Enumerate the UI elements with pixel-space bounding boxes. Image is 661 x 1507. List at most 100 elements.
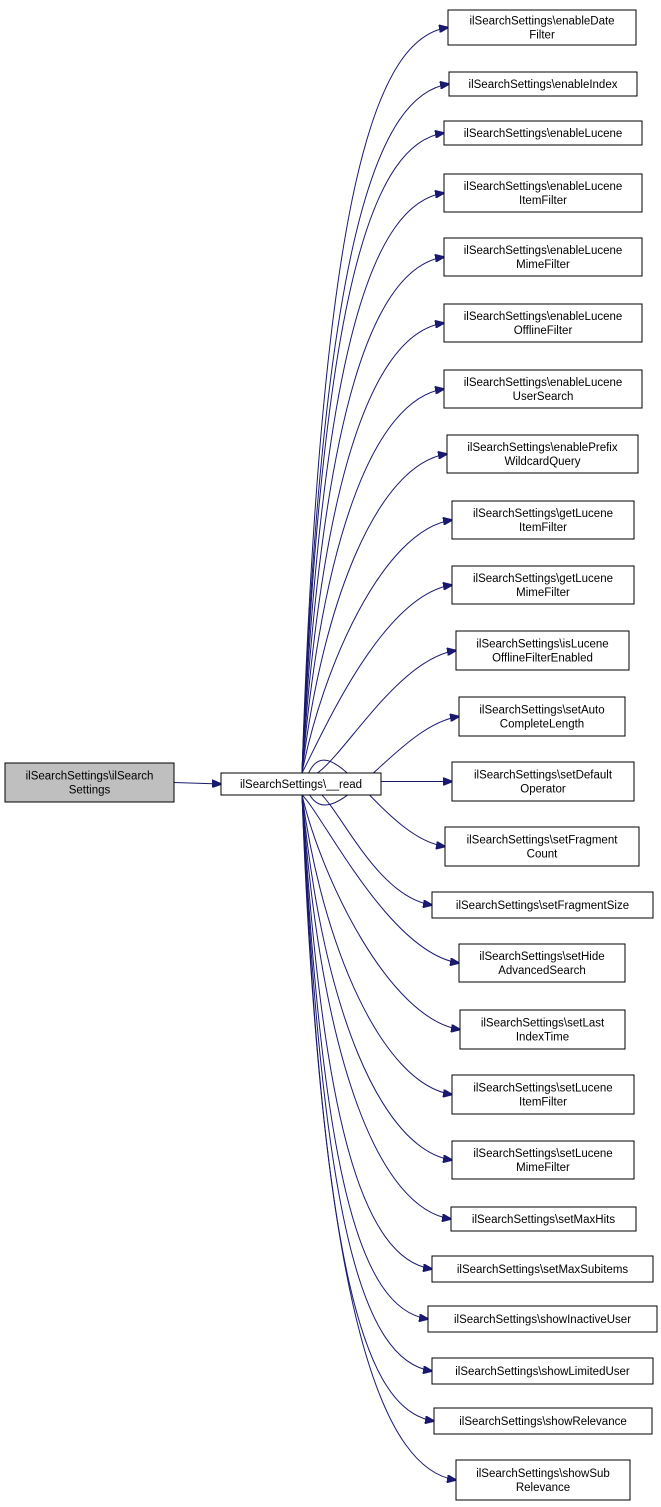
edge-read-to-target [301,794,456,1480]
node-target-box [431,1255,654,1283]
node-target-box [451,1074,635,1115]
node-target-label-line: ilSearchSettings\setLucene [473,1148,612,1160]
node-target-label-line: ilSearchSettings\enablePrefix [467,442,617,454]
node-target-label-line: ilSearchSettings\enableLucene [464,245,623,257]
edge-read-to-target [301,28,448,774]
node-target-label-line: ItemFilter [519,195,567,207]
node-target-box [450,1206,637,1232]
node-target-box [431,1357,654,1385]
node-target[interactable]: ilSearchSettings\enableLuceneOfflineFilt… [443,303,643,343]
node-target-box [433,1407,653,1435]
edges-layer [173,28,460,1481]
node-target-box [427,1305,658,1333]
edge-read-to-target [301,133,444,774]
node-target-label-line: ilSearchSettings\enableLucene [464,128,623,140]
edge-read-to-target [301,794,432,1371]
node-target-label-line: ilSearchSettings\setLucene [473,1083,612,1095]
node-target-label-line: Count [527,849,558,861]
node-target-label-line: ilSearchSettings\showSub [476,1468,610,1480]
edge-read-to-target [301,585,452,774]
node-read[interactable]: ilSearchSettings\__read [220,772,382,796]
edge-read-to-target [301,520,452,774]
node-target-box [446,434,639,474]
node-target-label-line: WildcardQuery [504,456,580,468]
edge-read-to-target [301,794,452,1160]
node-target-box [431,891,654,919]
edge-read-to-target [301,389,444,774]
node-target-label-line: ilSearchSettings\setAuto [479,705,604,717]
edge-read-to-target [301,84,449,774]
node-target-label-line: ilSearchSettings\enableDate [469,16,614,28]
node-target-label-line: MimeFilter [516,259,570,271]
edge-read-to-target [301,454,447,774]
node-target[interactable]: ilSearchSettings\showRelevance [433,1407,653,1435]
node-target-label-line: UserSearch [513,391,574,403]
node-target-label-line: CompleteLength [500,719,584,731]
node-target-label-line: ilSearchSettings\showInactiveUser [454,1314,631,1326]
node-target-label-line: ilSearchSettings\getLucene [473,573,613,585]
node-target-label-line: MimeFilter [516,1162,570,1174]
node-target-box [455,630,630,671]
node-target-box [443,303,643,343]
node-read-label-line: ilSearchSettings\__read [240,779,362,791]
node-target-label-line: ilSearchSettings\isLucene [476,639,608,651]
node-target[interactable]: ilSearchSettings\enableLucene [443,120,643,146]
node-target[interactable]: ilSearchSettings\setFragmentSize [431,891,654,919]
node-target-label-line: ilSearchSettings\setDefault [474,770,613,782]
node-target[interactable]: ilSearchSettings\setMaxHits [450,1206,637,1232]
edge-read-to-target [301,257,444,774]
node-target-label-line: Filter [529,30,555,42]
node-target-box [451,1140,635,1180]
node-target-box [443,237,643,277]
node-target-box [458,696,626,737]
node-target-label-line: OfflineFilterEnabled [492,653,593,665]
node-target-label-line: ItemFilter [519,1097,567,1109]
node-target[interactable]: ilSearchSettings\setMaxSubitems [431,1255,654,1283]
node-target[interactable]: ilSearchSettings\enableIndex [448,71,638,97]
edge-read-to-target [301,193,444,774]
node-root[interactable]: ilSearchSettings\ilSearchSettings [4,762,175,803]
node-target-label-line: ilSearchSettings\setFragment [467,835,619,847]
node-target-box [443,369,643,409]
node-target-label-line: ilSearchSettings\getLucene [473,508,613,520]
node-target-label-line: ilSearchSettings\enableLucene [464,311,623,323]
edge-read-to-target [301,794,432,1269]
edge-read-to-target [301,787,432,905]
node-target-label-line: ilSearchSettings\setHide [479,951,604,963]
node-root-label-line: ilSearchSettings\ilSearch [26,771,154,783]
node-target-box [444,826,640,867]
node-target-label-line: Relevance [516,1482,570,1494]
node-root-box [4,762,175,803]
node-target-box [455,1459,631,1501]
node-target[interactable]: ilSearchSettings\showLimitedUser [431,1357,654,1385]
node-target[interactable]: ilSearchSettings\isLuceneOfflineFilterEn… [455,630,630,671]
node-target-label-line: Operator [520,784,566,796]
node-target-label-line: ilSearchSettings\setFragmentSize [456,900,629,912]
node-target-label-line: ilSearchSettings\enableLucene [464,181,623,193]
node-target-label-line: AdvancedSearch [498,965,586,977]
edge-read-to-target [301,794,452,1095]
node-target-label-line: IndexTime [516,1032,569,1044]
node-target[interactable]: ilSearchSettings\enablePrefixWildcardQue… [446,434,639,474]
node-target-box [447,9,637,46]
node-target[interactable]: ilSearchSettings\showInactiveUser [427,1305,658,1333]
edge-read-to-target [301,794,451,1219]
edge-read-to-target [301,323,444,774]
node-target-box [451,565,635,605]
node-target-label-line: ilSearchSettings\setMaxSubitems [457,1264,629,1276]
